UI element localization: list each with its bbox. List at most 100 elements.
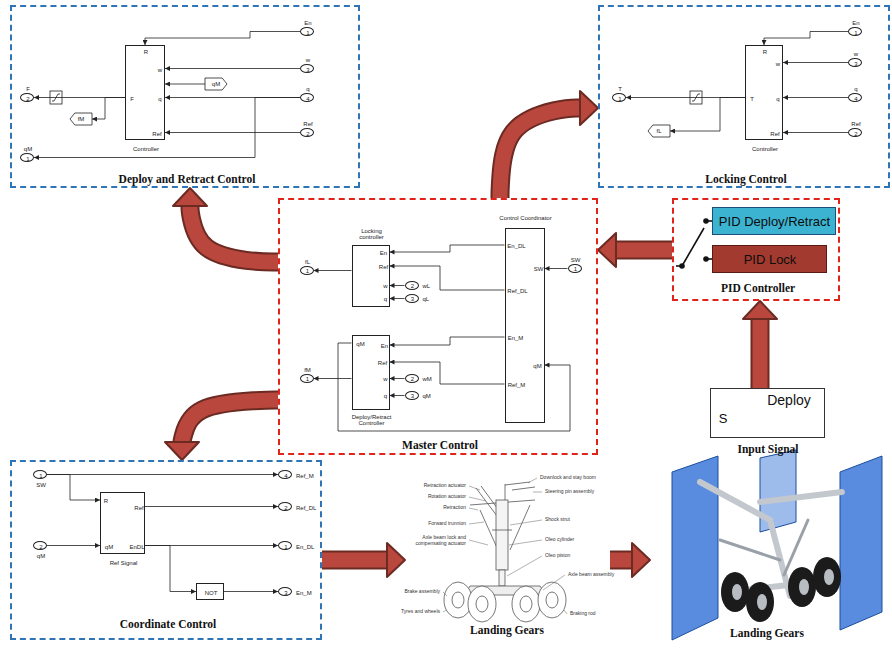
port-oval: qM1	[20, 153, 34, 162]
signal-wire-path	[783, 132, 848, 133]
port-oval: 1En_DL	[278, 541, 292, 550]
control-panel: RwTqRefControllerEn1w3q4Ref2T1fLLocking …	[598, 5, 890, 188]
port-oval-text: 3	[284, 589, 287, 596]
landing-gear-render	[672, 450, 882, 640]
signal-wire	[390, 245, 505, 252]
flow-arrow	[743, 301, 777, 388]
port-oval-text: Ref_DL	[296, 504, 316, 511]
pid-panel-text: PID Controller	[721, 282, 795, 295]
signal-wire	[783, 97, 848, 98]
controller-block: RwFqRefController	[125, 45, 165, 140]
signal-wire	[390, 378, 405, 379]
master-panel-text: Master Control	[402, 439, 478, 452]
subsystem-block-text: q	[384, 393, 387, 400]
port-oval: wM2	[405, 374, 419, 383]
subsystem-block-text: En	[381, 342, 388, 349]
from-tag-text: qM	[212, 81, 220, 88]
port-oval-text: qM	[423, 393, 431, 400]
input-signal-block-text: Deploy	[767, 393, 811, 408]
illustration-figure-text: Landing Gears	[470, 624, 544, 637]
port-oval-text: 2	[411, 283, 414, 290]
flow-arrow-body	[500, 108, 580, 198]
signal-wire-path	[390, 395, 405, 396]
flow-arrow-head	[580, 91, 598, 125]
controller-block: RwTqRefController	[745, 45, 783, 140]
signal-wire-path	[764, 32, 848, 46]
flow-arrow	[173, 188, 278, 262]
port-oval: T1	[612, 93, 626, 102]
subsystem-block-text: qM	[356, 340, 364, 347]
port-oval: En1	[300, 27, 314, 36]
subsystem-block-text: En	[380, 249, 387, 256]
flow-arrow-body	[616, 243, 672, 258]
goto-tag-text: fL	[656, 128, 661, 135]
port-oval: Ref2	[300, 128, 314, 137]
signal-wire	[390, 395, 405, 396]
port-oval-text: 1	[26, 155, 29, 162]
signal-wire-path	[92, 98, 125, 120]
flow-arrow-outline	[500, 108, 580, 198]
signal-wire	[545, 268, 568, 269]
port-oval: w3	[848, 58, 862, 67]
signal-wire	[314, 378, 352, 379]
illustration-figure: Landing Gears	[650, 450, 885, 645]
port-oval: fL1	[300, 266, 314, 275]
port-oval-text: q	[306, 86, 309, 93]
signal-wire-path	[390, 298, 405, 299]
signal-wire	[165, 68, 300, 69]
subsystem-block-text: Locking controller	[349, 228, 394, 241]
port-oval: En1	[848, 27, 862, 36]
subsystem-block-text: EnDL	[129, 543, 144, 550]
subsystem-block-text: qM	[105, 543, 113, 550]
callout-label: Oleo piston	[545, 553, 570, 559]
port-oval-text: qM	[24, 146, 32, 153]
control-panel-text: Deploy and Retract Control	[119, 173, 256, 186]
port-oval-text: 1	[574, 266, 577, 273]
signal-wire-path	[165, 84, 205, 85]
signal-wire-path	[47, 545, 100, 546]
subsystem-block: RqMRefEnDLRef Signal	[100, 492, 145, 554]
flow-arrow-head	[632, 543, 650, 577]
callout-label: Oleo cylinder	[545, 537, 574, 543]
signal-wire-path	[783, 62, 848, 63]
port-oval-text: 1	[306, 376, 309, 383]
signal-wire	[390, 285, 405, 286]
port-oval-text: Ref	[851, 121, 860, 128]
controller-block-text: q	[158, 95, 161, 102]
subsystem-block-text: SW	[534, 266, 544, 273]
subsystem-block-text: w	[383, 376, 387, 383]
signal-wire	[165, 84, 205, 85]
goto-tag-text: fM	[78, 116, 85, 123]
port-oval-text: En	[304, 20, 311, 27]
callout-label: Axle beam lock and compensating actuator	[411, 535, 466, 546]
signal-wire	[783, 132, 848, 133]
signal-wire-path	[390, 266, 505, 290]
flow-arrow-body	[182, 400, 278, 442]
port-oval-text: 2	[411, 376, 414, 383]
controller-block-text: Ref	[770, 130, 779, 137]
callout-label: Downlock and stay boom	[540, 475, 596, 481]
switch-symbol	[676, 219, 712, 268]
port-oval: 2Ref_DL	[278, 502, 292, 511]
subsystem-block-text: En_DL	[507, 242, 525, 249]
controller-block-text: q	[776, 95, 779, 102]
goto-tag: fL	[648, 125, 670, 137]
signal-wire	[390, 266, 505, 290]
signal-wire	[165, 132, 300, 133]
subsystem-block-text: Ref	[134, 504, 143, 511]
port-oval-text: wM	[423, 376, 432, 383]
logic-block-text: NOT	[205, 589, 218, 596]
signal-wire-path	[390, 245, 505, 252]
port-oval-text: 4	[284, 472, 287, 479]
controller-block-text: F	[130, 95, 134, 102]
signal-wire	[314, 270, 352, 271]
subsystem-block-text: w	[383, 283, 387, 290]
port-oval-text: fL	[305, 258, 310, 265]
input-signal-block-text: Input Signal	[737, 443, 798, 456]
input-signal-block: DeploySInput Signal	[710, 388, 825, 438]
controller-block-text: w	[158, 66, 162, 73]
flow-arrow-outline	[182, 400, 278, 442]
port-oval-text: 1	[854, 29, 857, 36]
pid-box: PID Deploy/Retract	[712, 207, 836, 235]
